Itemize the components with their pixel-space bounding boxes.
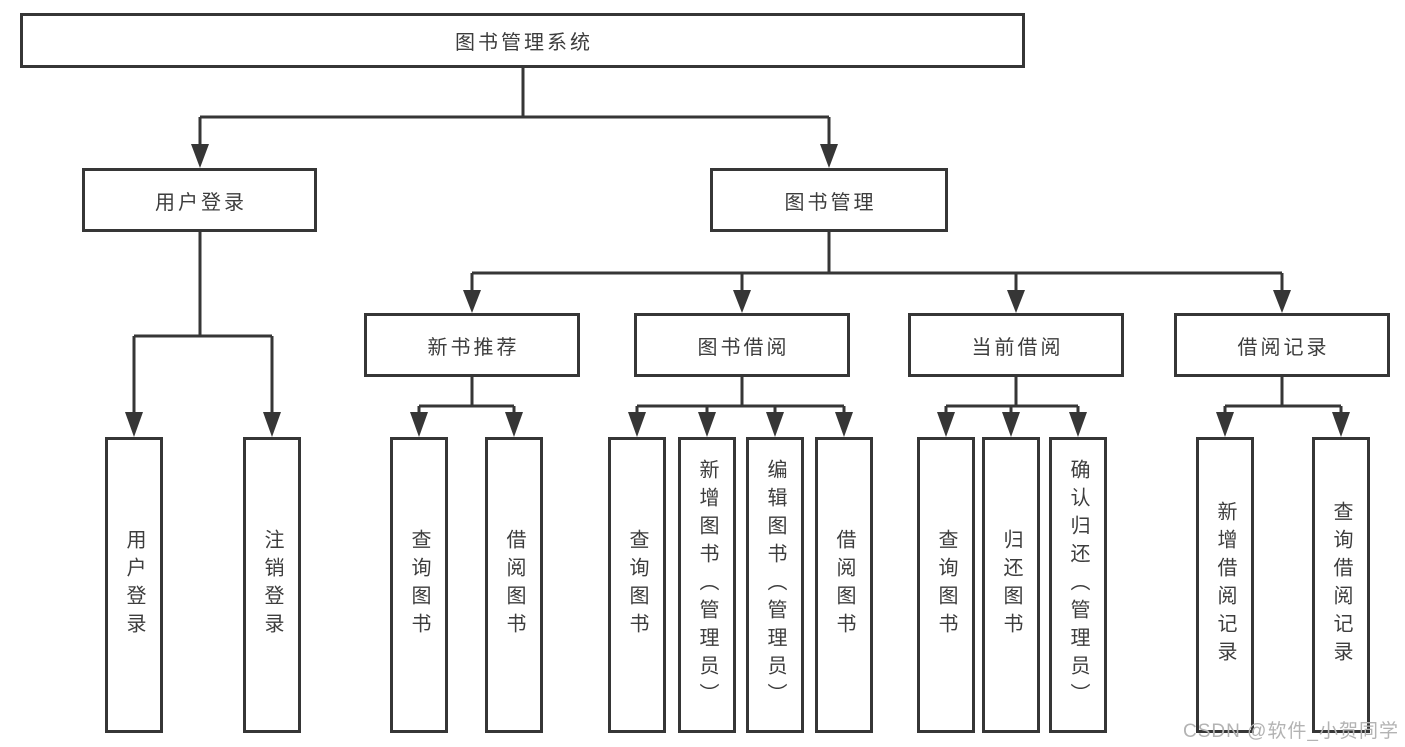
node-label: 用户登录: [155, 191, 247, 214]
node-book-management: 图书管理: [710, 168, 948, 232]
node-label: 图书借阅: [697, 336, 790, 359]
connector-current-to-leaves: [937, 377, 1087, 437]
leaf-add-book-admin: 新增图书（管理员）: [678, 437, 736, 733]
leaf-confirm-return-admin: 确认归还（管理员）: [1049, 437, 1107, 733]
leaf-add-borrow-record: 新增借阅记录: [1196, 437, 1254, 733]
node-label: 查询图书: [626, 529, 648, 641]
leaf-query-books-borrow: 查询图书: [608, 437, 666, 733]
node-label: 图书管理: [784, 191, 877, 214]
leaf-query-borrow-record: 查询借阅记录: [1312, 437, 1370, 733]
leaf-query-books-current: 查询图书: [917, 437, 975, 733]
connector-bookmgmt-to-level2: [463, 232, 1291, 313]
connector-userlogin-to-leaves: [125, 232, 281, 437]
node-label: 新书推荐: [427, 336, 520, 359]
leaf-edit-book-admin: 编辑图书（管理员）: [746, 437, 804, 733]
node-label: 借阅记录: [1237, 336, 1330, 359]
node-label: 查询图书: [935, 529, 957, 641]
node-label: 用户登录: [123, 529, 145, 641]
node-label: 借阅图书: [833, 529, 855, 641]
node-label: 归还图书: [1000, 529, 1022, 641]
node-label: 确认归还（管理员）: [1067, 459, 1089, 711]
leaf-logout: 注销登录: [243, 437, 301, 733]
node-book-borrow: 图书借阅: [634, 313, 850, 377]
node-user-login: 用户登录: [82, 168, 317, 232]
leaf-borrow-books-borrow: 借阅图书: [815, 437, 873, 733]
connector-newbook-to-leaves: [410, 377, 523, 437]
leaf-borrow-books-newbook: 借阅图书: [485, 437, 543, 733]
node-label: 图书管理系统: [455, 32, 593, 54]
leaf-query-books-newbook: 查询图书: [390, 437, 448, 733]
node-borrow-records: 借阅记录: [1174, 313, 1390, 377]
node-label: 查询图书: [408, 529, 430, 641]
node-label: 注销登录: [261, 529, 283, 641]
node-label: 新增借阅记录: [1214, 501, 1236, 669]
connector-records-to-leaves: [1216, 377, 1350, 437]
node-label: 查询借阅记录: [1330, 501, 1352, 669]
node-library-management-system: 图书管理系统: [20, 13, 1025, 68]
node-current-borrow: 当前借阅: [908, 313, 1124, 377]
node-label: 新增图书（管理员）: [696, 459, 718, 711]
node-label: 借阅图书: [503, 529, 525, 641]
node-label: 当前借阅: [971, 336, 1064, 359]
leaf-user-login: 用户登录: [105, 437, 163, 733]
connector-borrow-to-leaves: [628, 377, 853, 437]
csdn-watermark: CSDN @软件_小贺同学: [1183, 721, 1399, 742]
node-label: 编辑图书（管理员）: [764, 459, 786, 711]
node-new-book-recommend: 新书推荐: [364, 313, 580, 377]
connector-root-to-level1: [191, 68, 838, 168]
leaf-return-books: 归还图书: [982, 437, 1040, 733]
